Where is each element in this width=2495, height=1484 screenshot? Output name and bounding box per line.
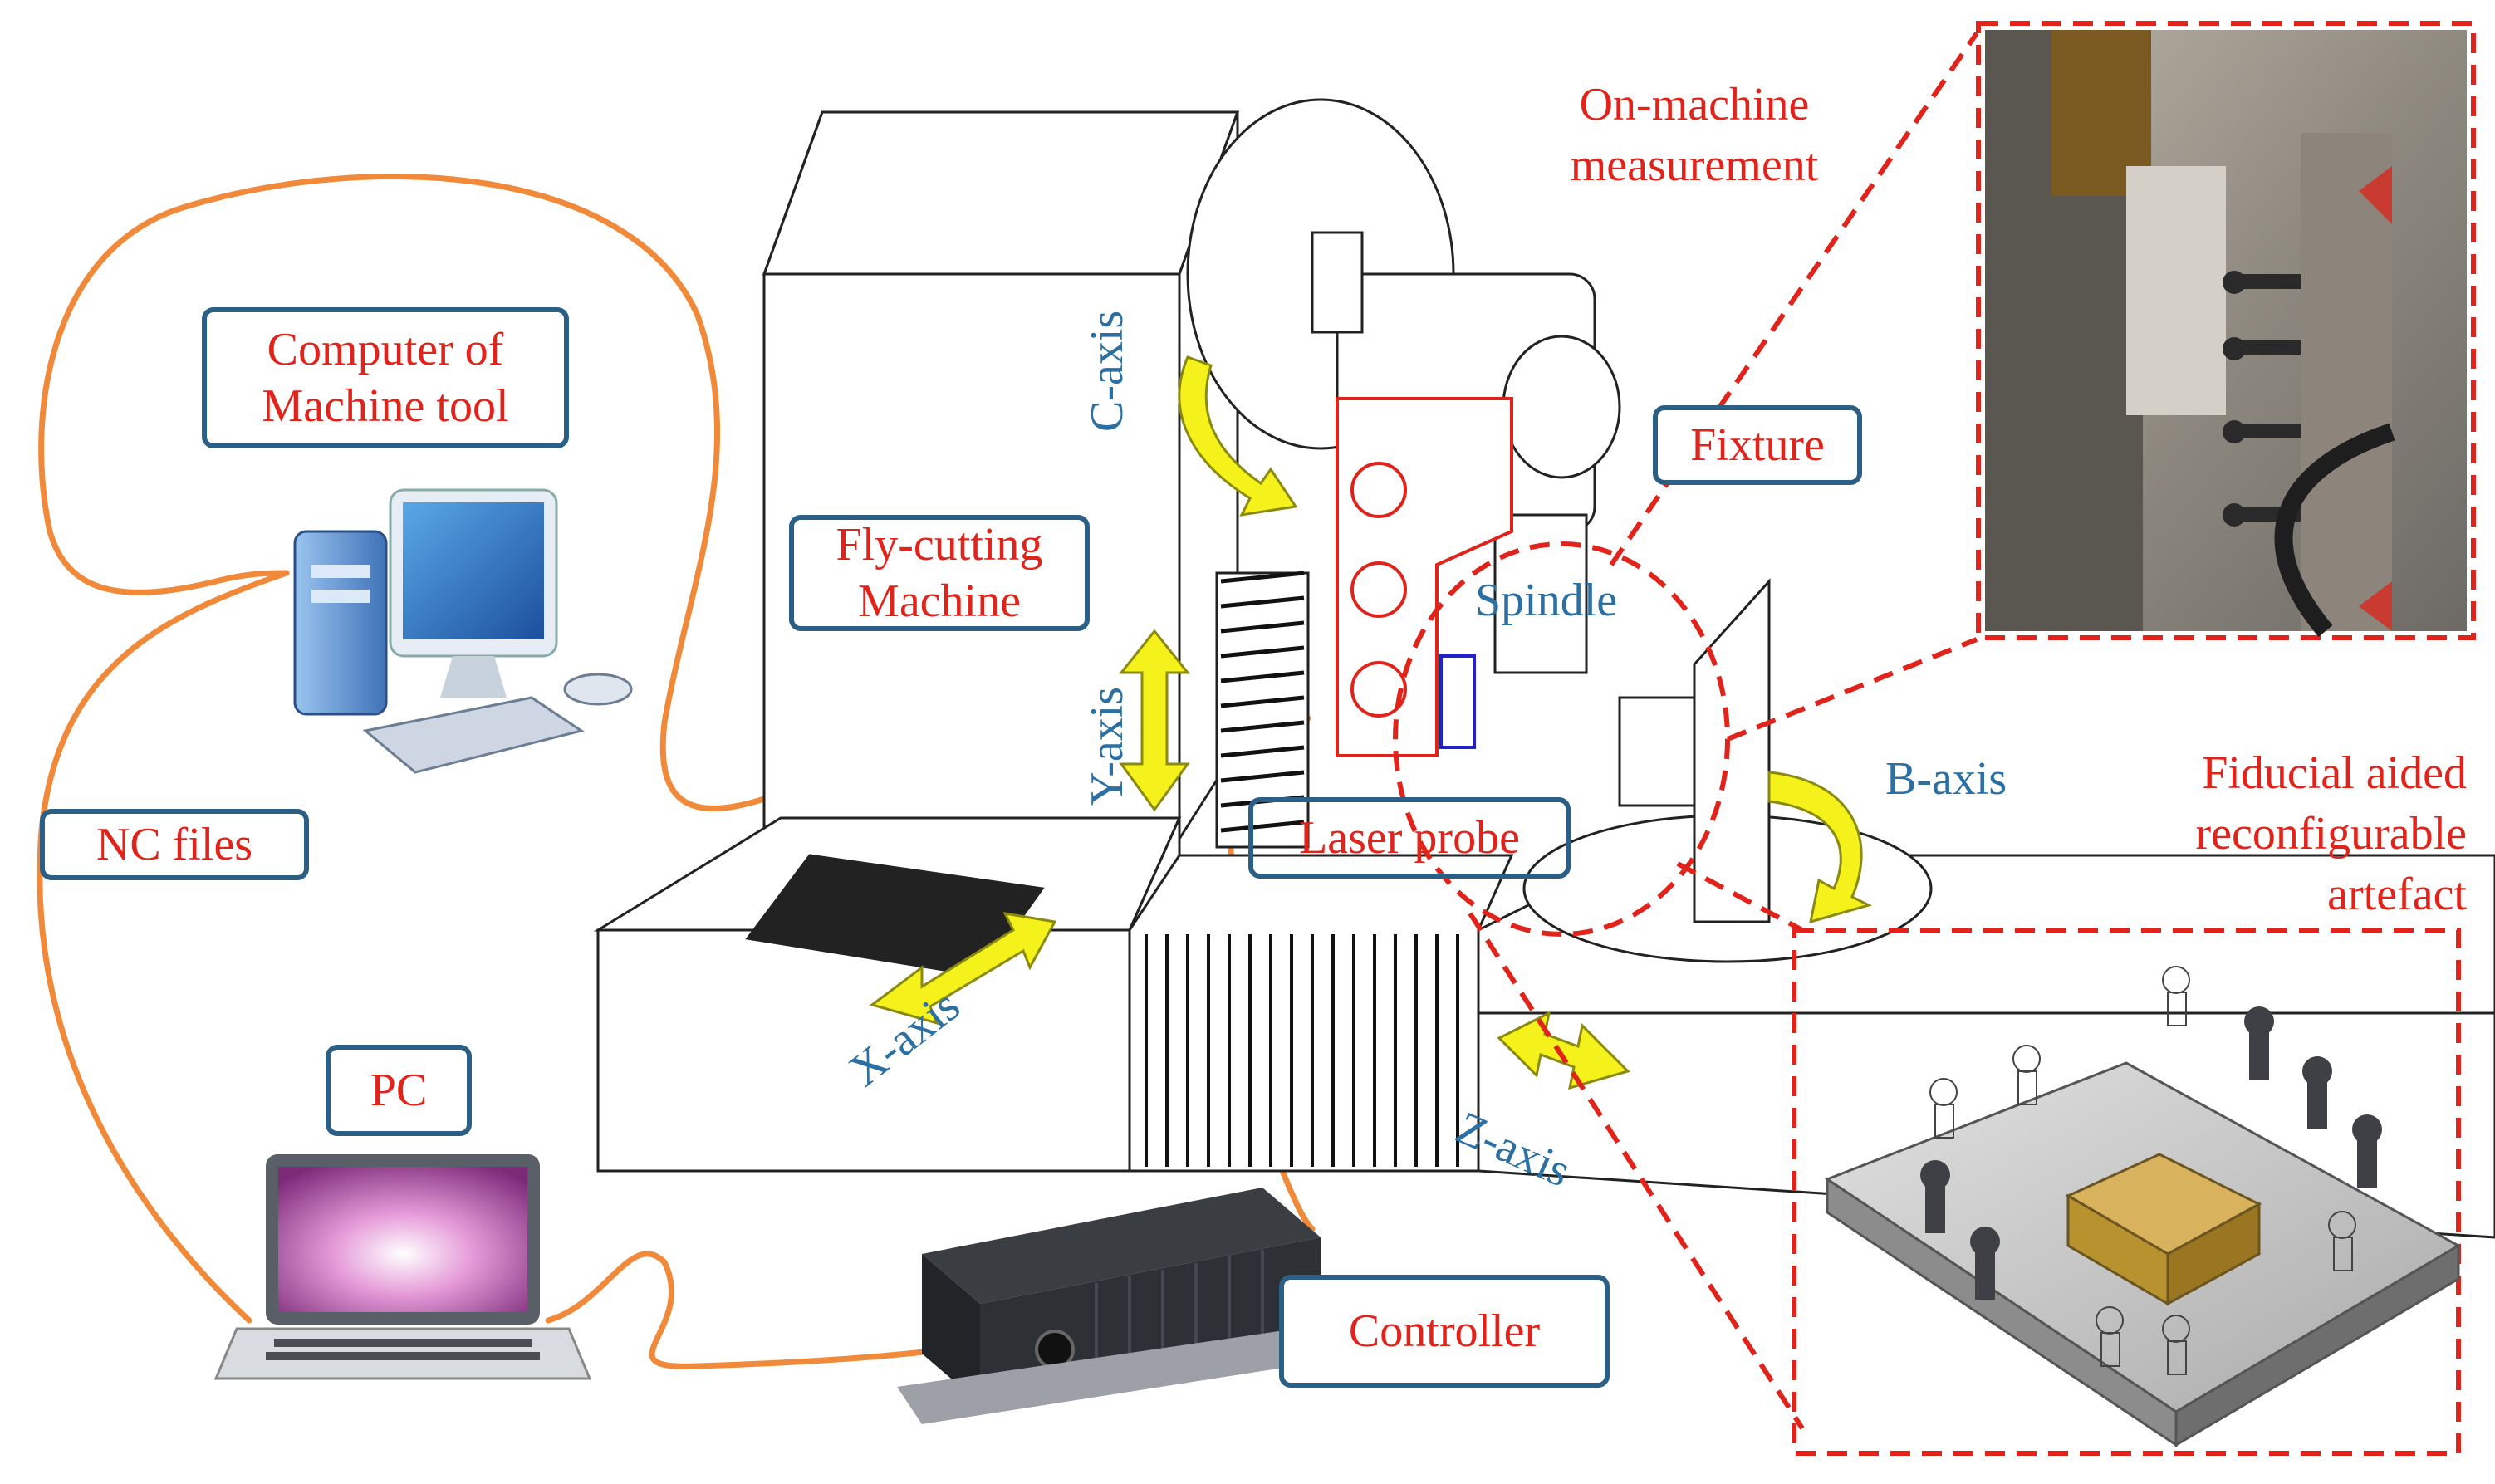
cable-machine-computer: [38, 174, 784, 812]
desktop-computer-icon: [293, 488, 633, 774]
cable-laptop-controller: [545, 1251, 1058, 1369]
c-axis-arrow: [1178, 355, 1298, 517]
machine-base-front: [596, 928, 1131, 1173]
artefact-frame: [1792, 928, 2461, 1456]
measurement-photo: [1985, 30, 2467, 638]
on-machine-measurement-text: On-machine measurement: [1570, 79, 1819, 191]
computer-of-machine-tool-label: Computer of Machine tool: [202, 307, 569, 448]
fixture-outline: [1336, 397, 1513, 757]
fiducial-artefact-text: Fiducial aided reconfigurable artefact: [2195, 747, 2467, 920]
callouts: [1393, 21, 2476, 1456]
x-axis-bellows: [745, 854, 1045, 977]
y-axis-label: Y-axis: [1081, 686, 1133, 806]
controller-box-icon: [897, 1188, 1321, 1424]
nc-files-label: NC files: [40, 809, 309, 880]
spindle-label: Spindle: [1475, 575, 1618, 626]
fixture-label: Fixture: [1653, 405, 1862, 485]
photo-frame: [1976, 21, 2476, 640]
c-axis-label: C-axis: [1081, 310, 1133, 432]
axis-arrows: [869, 355, 1873, 1090]
pc-label: PC: [326, 1045, 472, 1136]
machine-column-top: [762, 110, 1240, 276]
artefact-block: [1693, 578, 1771, 923]
b-axis-label: B-axis: [1885, 753, 2007, 805]
artefact-render: [1824, 966, 2462, 1447]
cable-computer-laptop: [37, 570, 290, 1324]
fixture-blue-parts: [1439, 654, 1476, 749]
fly-cutting-machine-label: Fly-cutting Machine: [789, 515, 1090, 631]
b-axis-arrow: [1767, 771, 1873, 924]
laptop-icon: [213, 1154, 592, 1380]
laser-probe-label: Laser probe: [1248, 797, 1571, 879]
controller-label: Controller: [1279, 1275, 1610, 1388]
y-axis-arrow: [1118, 629, 1191, 812]
x-axis-arrow: [869, 912, 1057, 1026]
